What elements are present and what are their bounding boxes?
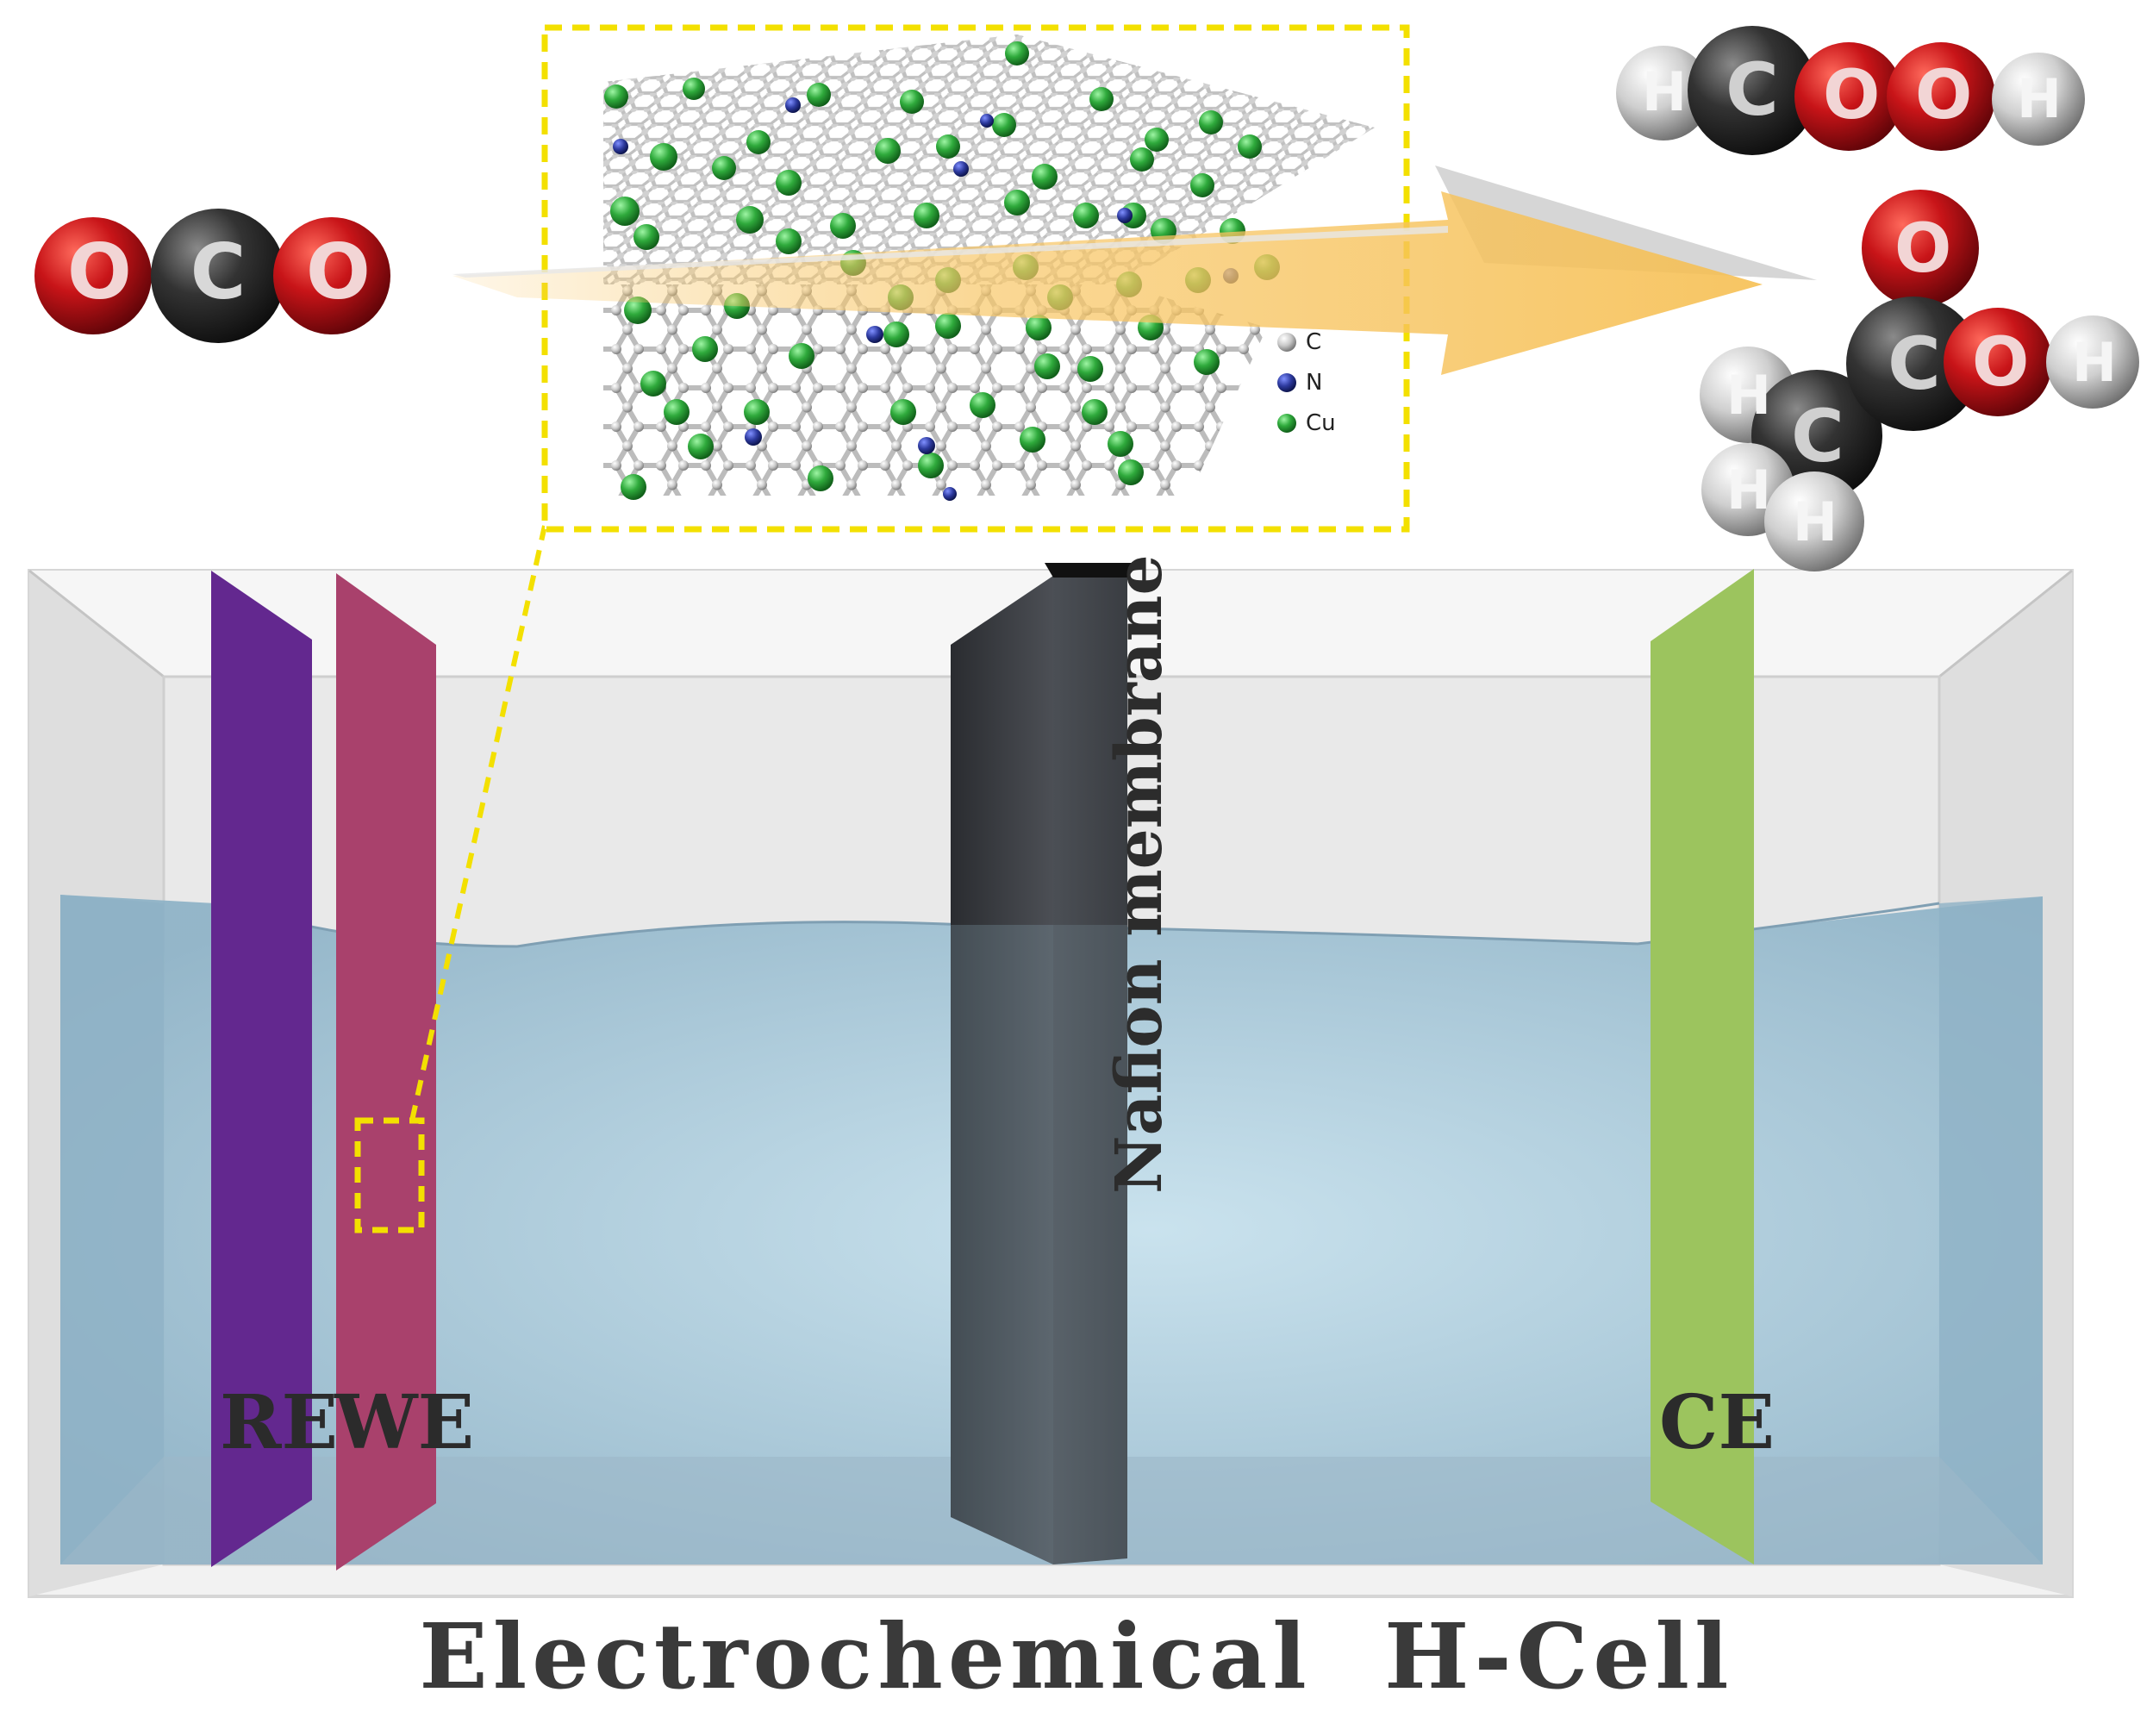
atom-letter: C <box>1791 394 1844 478</box>
legend-copper-label: Cu <box>1306 410 1336 436</box>
atom-letter: H <box>1726 364 1771 427</box>
atom-letter: H <box>1726 459 1771 521</box>
atom-letter: H <box>1642 60 1687 123</box>
atom-letter: O <box>1894 210 1952 288</box>
atom-letter: O <box>1915 57 1973 134</box>
working-electrode-label: WE <box>334 1379 475 1466</box>
atom-letter: C <box>1888 322 1941 406</box>
zoom-region-marker <box>354 1117 425 1233</box>
nitrogen-atoms <box>613 97 1239 501</box>
acetic-acid-molecule <box>1700 190 2139 571</box>
working-electrode <box>336 573 436 1571</box>
catalyst-sheet <box>603 34 1375 496</box>
atom-letter: C <box>190 228 247 316</box>
atom-letter: H <box>2017 67 2062 130</box>
legend-copper-dot <box>1277 414 1296 433</box>
reference-electrode-label: RE <box>220 1379 339 1466</box>
atom-letter: O <box>1823 57 1881 134</box>
counter-electrode-label: CE <box>1659 1379 1775 1466</box>
formic-acid-molecule <box>1616 26 2085 155</box>
reference-electrode <box>211 571 312 1567</box>
nafion-membrane <box>951 563 1139 1564</box>
atom-letter: O <box>67 228 132 316</box>
co2-molecule <box>34 209 390 343</box>
legend-nitrogen-label: N <box>1306 370 1323 396</box>
atom-letter: H <box>2072 331 2117 394</box>
atom-letter: O <box>306 228 371 316</box>
counter-electrode <box>1651 569 1754 1564</box>
atom-letter: H <box>1793 490 1838 553</box>
diagram-caption: Electrochemical H-Cell <box>419 1603 1734 1709</box>
legend-nitrogen-dot <box>1277 373 1296 392</box>
reaction-arrow <box>452 165 1817 375</box>
atom-letter: C <box>1726 47 1779 132</box>
atom-letter: O <box>1972 324 2030 402</box>
atom-legend <box>1277 333 1296 433</box>
legend-carbon-dot <box>1277 333 1296 352</box>
nafion-membrane-label: Nafion membrane <box>1102 554 1176 1194</box>
legend-carbon-label: C <box>1306 329 1322 355</box>
